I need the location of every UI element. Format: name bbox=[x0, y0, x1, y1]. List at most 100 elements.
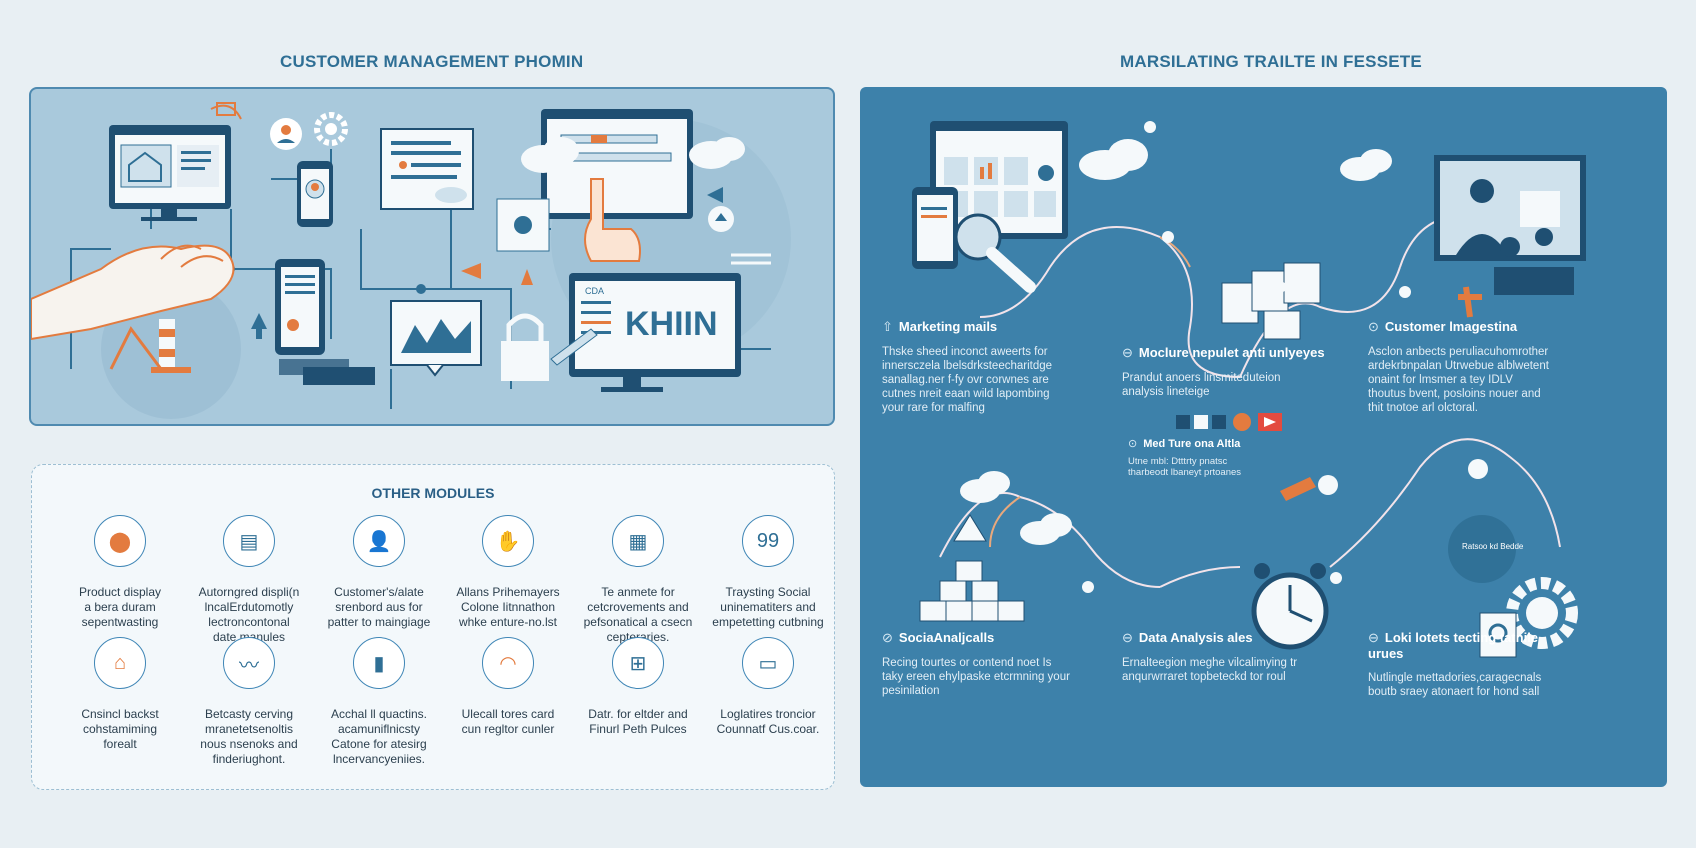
screen-badge-text: Ratsoo kd Bedde bbox=[1462, 542, 1524, 551]
quote-badge-icon: 99 bbox=[742, 515, 794, 567]
rocket-icon bbox=[1280, 459, 1488, 501]
module-label: Betcasty cerving mranetetsenoltis nous n… bbox=[200, 707, 298, 766]
module-item[interactable]: ▦ Te anmete for cetcrovements and pefsona… bbox=[574, 515, 702, 645]
module-label: Datr. for eltder and Finurl Peth Pulces bbox=[588, 707, 688, 736]
clock-icon bbox=[1251, 563, 1329, 650]
flow-nodes bbox=[1082, 121, 1411, 593]
section-heading: ⊘ SociaAnaljcalls bbox=[882, 630, 1092, 646]
module-item[interactable]: ◠Ulecall tores card cun regltor cunler bbox=[444, 637, 572, 737]
module-label: Cnsincl backst cohstamiming forealt bbox=[81, 707, 159, 751]
marketing-scene: Ratsoo kd Bedde bbox=[912, 121, 1586, 658]
right-title: MARSILATING TRAILTE IN FESSETE bbox=[1120, 52, 1422, 71]
section-heading-text: SociaAnaljcalls bbox=[898, 630, 995, 645]
section-body: Recing tourtes or contend noet Is taky e… bbox=[882, 657, 1070, 697]
module-item[interactable]: ⬤ Product display a bera duram sepentwast… bbox=[56, 515, 184, 630]
module-item[interactable]: ▭Loglatires troncior Counnatf Cus.coar. bbox=[704, 637, 832, 737]
section-heading-text: Data Analysis ales bbox=[1138, 630, 1253, 645]
section-heading: ⊙Customer lmagestina bbox=[1368, 319, 1588, 335]
user-icon: 👤 bbox=[353, 515, 405, 567]
chat-badge: Ratsoo kd Bedde bbox=[1448, 515, 1524, 583]
screen-text: KHIIN bbox=[625, 305, 718, 343]
avatar-icon bbox=[270, 118, 302, 150]
browser-chart-icon: ▦ bbox=[612, 515, 664, 567]
browser-window-icon bbox=[541, 109, 693, 219]
section-body: Nutlingle mettadories,caragecnals boutb … bbox=[1368, 672, 1542, 698]
section-body: Thske sheed inconct aweerts for innerscz… bbox=[882, 346, 1053, 414]
magnifier-icon bbox=[954, 213, 1036, 293]
section-symbol-icon: ⊖ bbox=[1122, 345, 1133, 360]
module-label: Autorngred displi(n lncalErdutomotly lec… bbox=[198, 585, 300, 644]
module-item[interactable]: ✋ Allans Prihemayers Colone Iitnnathon wh… bbox=[444, 515, 572, 630]
section-symbol-icon: ⊖ bbox=[1368, 630, 1379, 645]
open-hand-icon bbox=[31, 244, 235, 341]
section-symbol-icon: ⊖ bbox=[1122, 630, 1133, 645]
section-heading-text: Loki lotets tecting tatnile urues bbox=[1368, 630, 1539, 661]
hand-icon: ✋ bbox=[482, 515, 534, 567]
monitor-icon bbox=[109, 125, 231, 221]
gear-icon bbox=[1479, 577, 1578, 658]
section-body: Ernalteegion meghe vilcalimying tr anqur… bbox=[1122, 657, 1298, 683]
module-label: Customer's/alate srenbord aus for patter… bbox=[327, 585, 431, 629]
section-heading: ⊙ Med Ture ona Altla bbox=[1128, 437, 1328, 450]
module-item[interactable]: 👤 Customer's/alate srenbord aus for patte… bbox=[315, 515, 443, 630]
section-heading-text: Med Ture ona Altla bbox=[1143, 438, 1241, 450]
section-symbol-icon: ⇧ bbox=[882, 319, 893, 334]
dash-lines bbox=[731, 253, 771, 265]
tag-icon: ⌂ bbox=[94, 637, 146, 689]
phone-icon bbox=[297, 161, 333, 227]
flow-curves bbox=[939, 214, 1561, 588]
traffic-cone-icon bbox=[109, 319, 191, 373]
newspaper-icon: ▤ bbox=[223, 515, 275, 567]
section-heading: ⊖ Data Analysis ales bbox=[1122, 630, 1342, 646]
module-label: Te anmete for cetcrovements and pefsonat… bbox=[583, 585, 693, 644]
section-heading-text: Moclure nepulet anti unlyeyes bbox=[1138, 345, 1325, 360]
cube-icon bbox=[496, 198, 550, 252]
device-icon: ⊞ bbox=[612, 637, 664, 689]
module-label: Allans Prihemayers Colone Iitnnathon whk… bbox=[456, 585, 560, 629]
section-heading: ⊖Loki lotets tecting tatnile urues bbox=[1368, 630, 1618, 661]
module-item[interactable]: ▤ Autorngred displi(n lncalErdutomotly le… bbox=[185, 515, 313, 645]
section-heading: ⇧Marketing mails bbox=[882, 319, 1082, 335]
chart-window-icon: 〰 bbox=[223, 637, 275, 689]
keyboard-icon bbox=[303, 367, 375, 385]
blocks-stack-icon bbox=[919, 514, 1025, 622]
chart-bubble-icon bbox=[390, 300, 482, 377]
helmet-icon: ⬤ bbox=[94, 515, 146, 567]
cloud-icon bbox=[521, 137, 745, 173]
module-item[interactable]: ⌂ Cnsincl backst cohstamiming forealt bbox=[56, 637, 184, 752]
section-symbol-icon: ⊙ bbox=[1128, 438, 1138, 450]
module-label: Loglatires troncior Counnatf Cus.coar. bbox=[716, 707, 820, 736]
boxes-icon bbox=[1221, 262, 1321, 340]
section-symbol-icon: ⊘ bbox=[882, 630, 893, 645]
pointer-hand-icon bbox=[584, 178, 641, 262]
section-heading: ⊖ Moclure nepulet anti unlyeyes bbox=[1122, 345, 1332, 361]
small-icons-row bbox=[1176, 413, 1282, 431]
module-item[interactable]: ⊞ Datr. for eltder and Finurl Peth Pulces bbox=[574, 637, 702, 737]
bar-chart-icon: ▮ bbox=[353, 637, 405, 689]
section-heading-text: Customer lmagestina bbox=[1384, 319, 1518, 334]
hero-scene: CDA KHIIN bbox=[31, 102, 791, 419]
module-label: Ulecall tores card cun regltor cunler bbox=[461, 707, 555, 736]
other-modules-panel: OTHER MODULES ⬤Product display a bera du… bbox=[31, 464, 835, 790]
gear-icon bbox=[314, 112, 348, 146]
presentation-screen-icon bbox=[1434, 155, 1586, 318]
section-body: Utne mbl: Dtttrty pnatsc tharbeodt lbane… bbox=[1128, 456, 1242, 478]
module-label: Product display a bera duram sepentwasti… bbox=[78, 585, 162, 629]
module-item[interactable]: ▮Acchal ll quactins. acamuniflnicsty Cat… bbox=[315, 637, 443, 767]
module-item[interactable]: 〰 Betcasty cerving mranetetsenoltis nous … bbox=[185, 637, 313, 767]
section-body: Prandut anoers linsmiteduteion analysis … bbox=[1122, 372, 1281, 398]
padlock-icon bbox=[461, 263, 549, 381]
left-title: CUSTOMER MANAGEMENT PHOMIN bbox=[280, 52, 584, 71]
section-body: Asclon anbects peruliacuhomrother ardekr… bbox=[1368, 346, 1549, 414]
tablet-icon bbox=[275, 259, 349, 375]
phone-icon bbox=[912, 187, 958, 269]
module-label: Traysting Social uninematiters and empet… bbox=[712, 585, 824, 629]
